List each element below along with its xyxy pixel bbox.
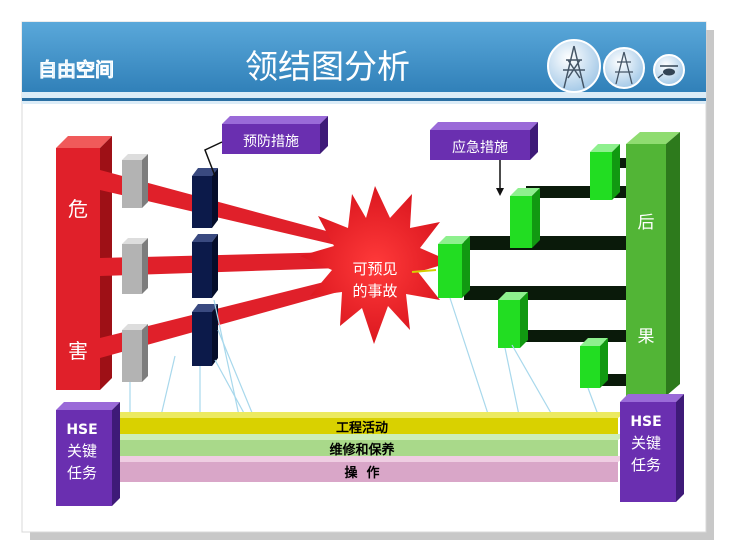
band-label-engineering: 工程活动: [336, 420, 388, 436]
event-label-1: 可预见: [352, 260, 397, 278]
consequence-label-1: 后: [638, 213, 655, 233]
band-label-maintenance: 维修和保养: [329, 442, 395, 458]
task-bands: [108, 412, 626, 482]
hse-left-line1: HSE: [66, 422, 97, 438]
consequence-label-2: 果: [638, 327, 655, 347]
hse-box-right: [620, 394, 684, 502]
band-label-operation: 操 作: [344, 465, 379, 481]
prevention-barriers: [192, 168, 218, 366]
emergency-barriers: [438, 144, 620, 388]
gray-barriers: [122, 154, 148, 382]
hse-right-line3: 任务: [631, 456, 661, 474]
prevention-label: 预防措施: [243, 134, 299, 150]
consequence-block: [626, 132, 680, 396]
helicopter-icon: [653, 54, 685, 86]
hse-left-line2: 关键: [67, 442, 97, 460]
event-pointer: [411, 269, 437, 273]
hse-right-line1: HSE: [630, 414, 661, 430]
logo-text: 自由空间: [38, 58, 114, 81]
emergency-label-box: [430, 122, 538, 196]
hazard-label-2: 害: [68, 339, 88, 363]
event-label-2: 的事故: [352, 282, 397, 300]
emergency-label: 应急措施: [452, 139, 508, 156]
band-engineering: [108, 412, 626, 436]
tower-icon: [547, 39, 601, 93]
band-operation: [108, 456, 626, 482]
hse-box-left: [56, 402, 120, 506]
threat-lines: [100, 170, 345, 358]
band-maintenance: [108, 434, 626, 458]
page-title: 领结图分析: [245, 47, 410, 86]
event-burst: [300, 186, 452, 344]
hse-left-line3: 任务: [67, 464, 97, 482]
prevention-label-box: [204, 116, 328, 177]
hse-right-line2: 关键: [631, 434, 661, 452]
hazard-label-1: 危: [68, 197, 88, 221]
tower-icon-2: [603, 47, 645, 89]
